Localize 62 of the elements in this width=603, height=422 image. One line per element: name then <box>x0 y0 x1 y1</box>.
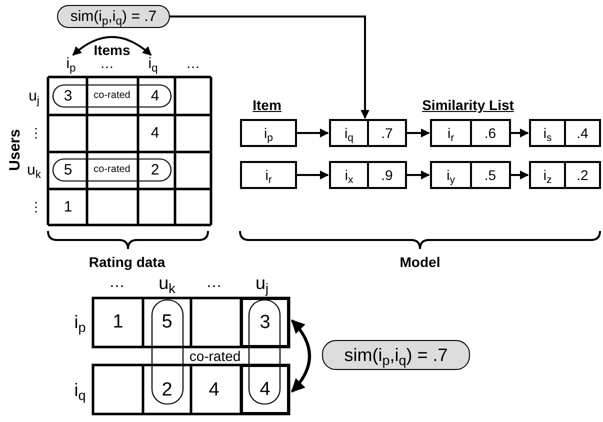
axis-title: Users <box>8 129 22 171</box>
rating-value: 4 <box>150 88 160 104</box>
similarity-value: .4 <box>576 125 588 141</box>
column-header: u$_{k}$ <box>158 274 176 292</box>
rating-value: 3 <box>64 88 72 104</box>
item-list-box: i$_{r}$ <box>240 161 297 189</box>
rating-value: 1 <box>112 312 124 332</box>
caption: Model <box>400 255 440 269</box>
similarity-pair-box <box>329 161 407 189</box>
item-list-box: i$_{p}$ <box>240 119 297 147</box>
arrow <box>170 16 370 119</box>
item-id: i$_{z}$ <box>543 167 552 183</box>
similarity-value: .5 <box>484 167 496 183</box>
column-heading: Item <box>252 98 282 112</box>
similarity-value: .6 <box>484 125 496 141</box>
edge-label: Items <box>94 43 130 57</box>
row-header: u$_{k}$ <box>27 162 41 178</box>
item-id: i$_{y}$ <box>446 167 455 183</box>
co-rated-note: co-rated <box>94 165 130 175</box>
similarity-pair-box <box>329 119 407 147</box>
similarity-value: .9 <box>381 167 393 183</box>
rating-value: 1 <box>64 200 72 214</box>
ellipsis: ⋮ <box>30 126 42 140</box>
ellipsis: … <box>100 56 114 70</box>
arrow <box>290 320 311 392</box>
co-rated-note: co-rated <box>94 91 130 101</box>
column-heading: Similarity List <box>422 98 514 112</box>
rating-value: 5 <box>64 162 72 178</box>
rating-value: 5 <box>162 312 172 332</box>
similarity-score-pill: sim(i$_{p}$,i$_{q}$) = .7 <box>57 5 170 28</box>
rating-value: 4 <box>150 126 160 140</box>
similarity-value: .7 <box>381 125 393 141</box>
ellipsis: ⋮ <box>30 200 42 214</box>
rating-value: 4 <box>208 380 220 400</box>
item-id: i$_{r}$ <box>447 125 454 141</box>
rating-cell: 3 <box>241 298 289 347</box>
arrow <box>72 36 152 56</box>
rating-value: 2 <box>162 380 172 400</box>
arrow <box>511 128 529 138</box>
item-id: i$_{x}$ <box>344 167 354 183</box>
arrow <box>407 128 430 138</box>
caption: Rating data <box>88 255 166 269</box>
co-rated-note: co-rated <box>189 349 241 363</box>
similarity-pair-box <box>529 161 601 189</box>
ellipsis: … <box>206 275 222 291</box>
similarity-pair-box <box>529 119 601 147</box>
item-column-header: i$_{q}$ <box>143 53 163 73</box>
item-id: i$_{q}$ <box>344 125 354 141</box>
similarity-value: .2 <box>576 167 588 183</box>
rating-cell: 4 <box>241 365 289 414</box>
arrow <box>297 170 329 180</box>
rating-value: 2 <box>150 162 160 178</box>
similarity-pair-box <box>430 119 511 147</box>
ellipsis: … <box>186 56 200 70</box>
arrow <box>407 170 430 180</box>
item-id: i$_{s}$ <box>543 125 552 141</box>
arrow <box>297 128 329 138</box>
item-column-header: i$_{p}$ <box>61 53 81 73</box>
ellipsis: … <box>109 275 125 291</box>
arrow <box>511 170 529 180</box>
similarity-score-pill: sim(i$_{p}$,i$_{q}$) = .7 <box>322 340 470 370</box>
similarity-pair-box <box>430 161 511 189</box>
